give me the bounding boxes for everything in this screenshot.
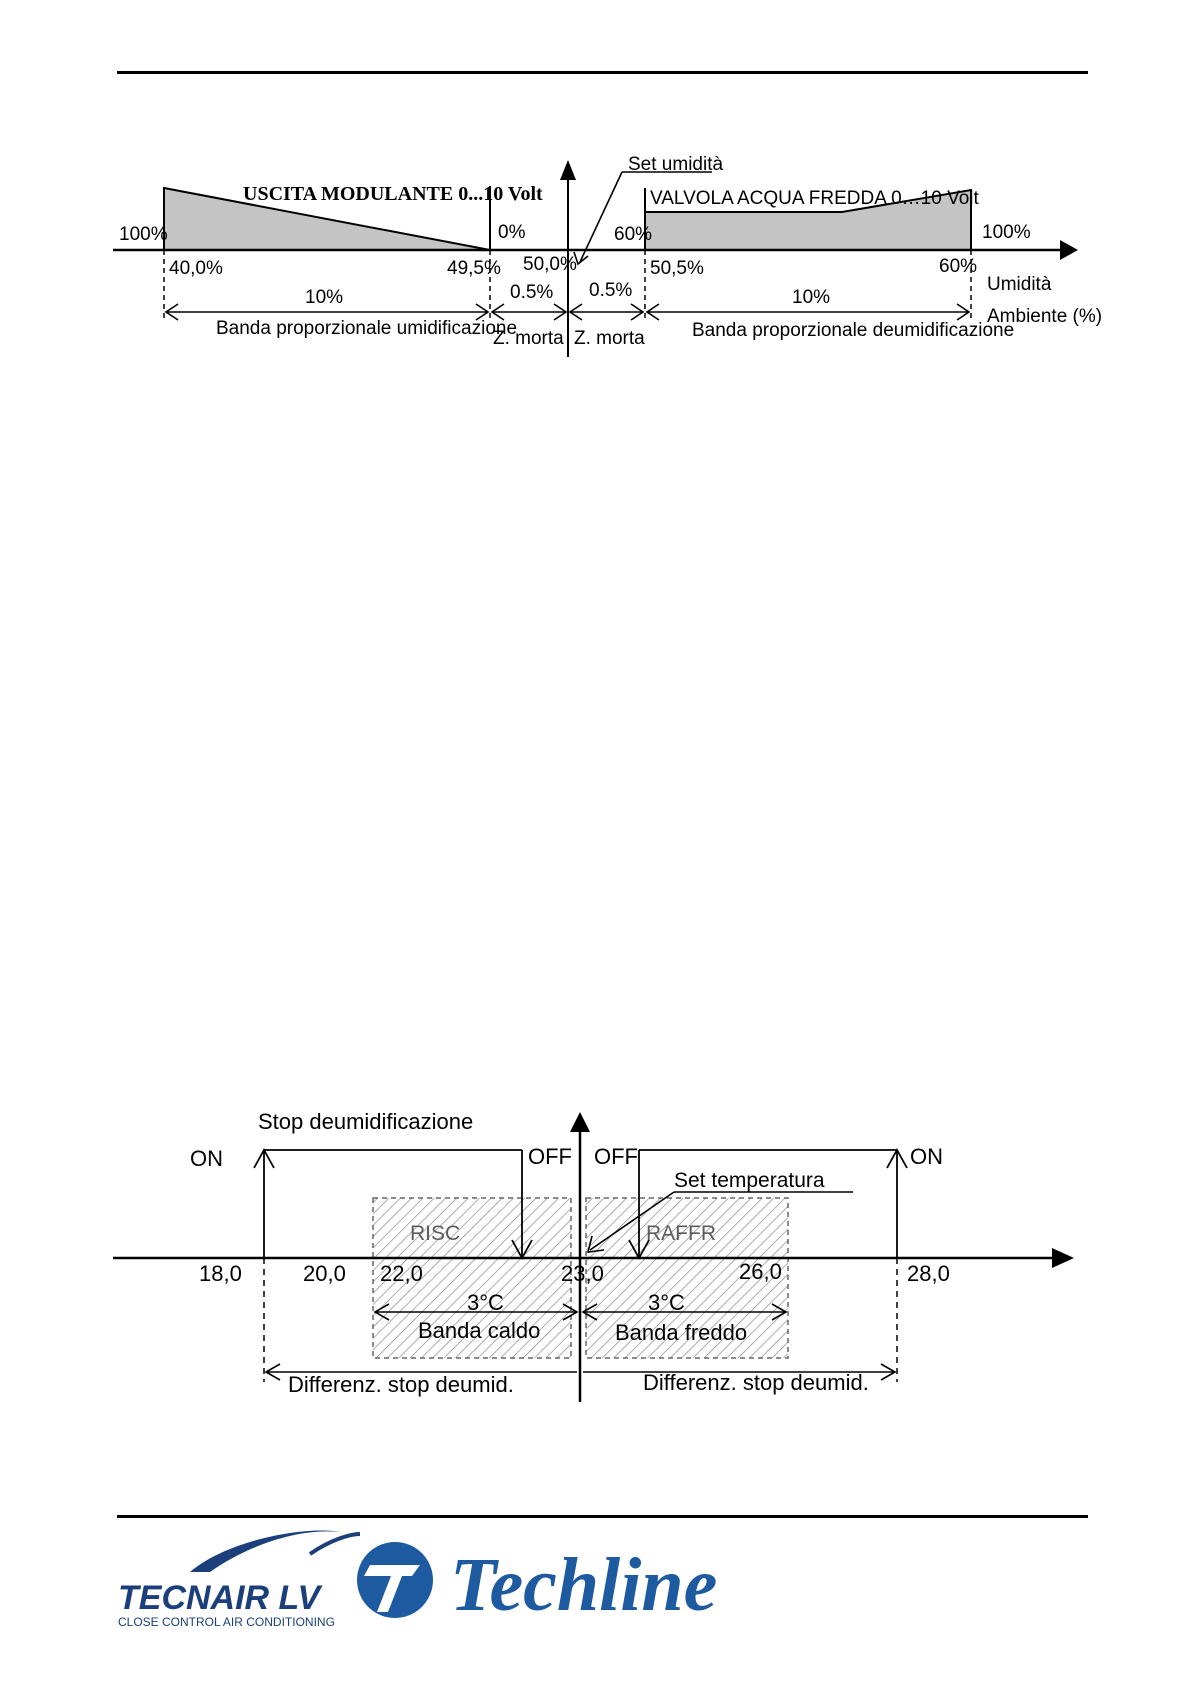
tecnair-tagline: CLOSE CONTROL AIR CONDITIONING <box>118 1615 335 1629</box>
humidity-dashed-guides <box>163 250 972 320</box>
set-humidity-pointer <box>579 171 623 263</box>
band-10-right: 10% <box>792 287 830 308</box>
modulating-output-label: USCITA MODULANTE 0...10 Volt <box>243 183 543 205</box>
humidity-diagram: USCITA MODULANTE 0...10 Volt VALVOLA ACQ… <box>113 154 1102 357</box>
tick-22: 22,0 <box>380 1261 423 1286</box>
band-dehumid-label: Banda proporzionale deumidificazione <box>692 320 1014 341</box>
axis-label-line2: Ambiente (%) <box>987 306 1102 327</box>
temperature-dimension-arrows <box>264 1303 897 1381</box>
tecnair-brand-text: TECNAIR LV <box>118 1579 323 1617</box>
band-humid-label: Banda proporzionale umidificazione <box>216 318 517 339</box>
set-temperature-label: Set temperatura <box>674 1169 825 1192</box>
band-heat-label: Banda caldo <box>418 1318 540 1343</box>
hum-0-label: 0% <box>498 222 526 243</box>
hum-100-left: 100% <box>119 224 168 245</box>
off-right-label: OFF <box>594 1144 638 1169</box>
band-cool-label: Banda freddo <box>615 1320 747 1345</box>
tick-26: 26,0 <box>739 1259 782 1284</box>
tick-20: 20,0 <box>303 1261 346 1286</box>
stop-dehum-hysteresis <box>253 1148 908 1260</box>
dead-zone-left-label: Z. morta <box>493 328 564 349</box>
dead-05-right: 0.5% <box>589 280 632 301</box>
set-humidity-pointer-head <box>573 251 589 266</box>
humidity-x-arrow <box>1060 240 1078 260</box>
tick-60: 60% <box>939 256 977 277</box>
dehumidification-ramp <box>644 188 972 251</box>
tecnair-swoosh-icon <box>190 1530 340 1572</box>
set-temperature-pointer-head <box>586 1235 605 1253</box>
tick-50: 50,0% <box>523 254 577 275</box>
dehum-60-label: 60% <box>614 224 652 245</box>
band-10-left: 10% <box>305 287 343 308</box>
tick-40: 40,0% <box>169 258 223 279</box>
band-3c-right: 3°C <box>648 1290 685 1315</box>
band-3c-left: 3°C <box>467 1290 504 1315</box>
tick-18: 18,0 <box>199 1261 242 1286</box>
diff-right-label: Differenz. stop deumid. <box>643 1370 869 1395</box>
tick-50-5: 50,5% <box>650 258 704 279</box>
temperature-y-arrow <box>570 1112 590 1132</box>
tick-28: 28,0 <box>907 1261 950 1286</box>
off-left-label: OFF <box>528 1144 572 1169</box>
tick-49-5: 49,5% <box>447 258 501 279</box>
tick-23: 23,0 <box>561 1261 604 1286</box>
risc-label: RISC <box>410 1222 460 1245</box>
tecnair-logo: TECNAIR LV CLOSE CONTROL AIR CONDITIONIN… <box>118 1530 361 1629</box>
temperature-dashed-guides <box>263 1258 898 1382</box>
techline-brand-text: Techline <box>450 1543 717 1627</box>
chilled-water-valve-label: VALVOLA ACQUA FREDDA 0…10 Volt <box>650 188 980 209</box>
diff-left-label: Differenz. stop deumid. <box>288 1372 514 1397</box>
on-right-label: ON <box>910 1144 943 1169</box>
set-temperature-pointer <box>589 1191 675 1251</box>
header-rule <box>117 71 1088 74</box>
heating-zone <box>372 1197 572 1359</box>
cooling-zone <box>585 1197 789 1359</box>
dehum-100-label: 100% <box>982 222 1031 243</box>
humidity-y-arrow <box>560 160 576 180</box>
on-left-label: ON <box>190 1146 223 1171</box>
set-humidity-label: Set umidità <box>628 154 723 175</box>
axis-label-line1: Umidità <box>987 274 1052 295</box>
temperature-x-arrow <box>1052 1248 1074 1268</box>
dead-zone-right-label: Z. morta <box>574 328 645 349</box>
humidity-dimension-arrows <box>164 303 971 321</box>
dead-05-left: 0.5% <box>510 282 553 303</box>
stop-dehum-label: Stop deumidificazione <box>258 1109 473 1134</box>
techline-logo: Techline <box>357 1542 717 1627</box>
raffr-label: RAFFR <box>646 1222 716 1245</box>
footer-rule <box>117 1515 1088 1518</box>
temperature-diagram: Stop deumidificazione ON ON OFF OFF Set … <box>113 1109 1074 1402</box>
